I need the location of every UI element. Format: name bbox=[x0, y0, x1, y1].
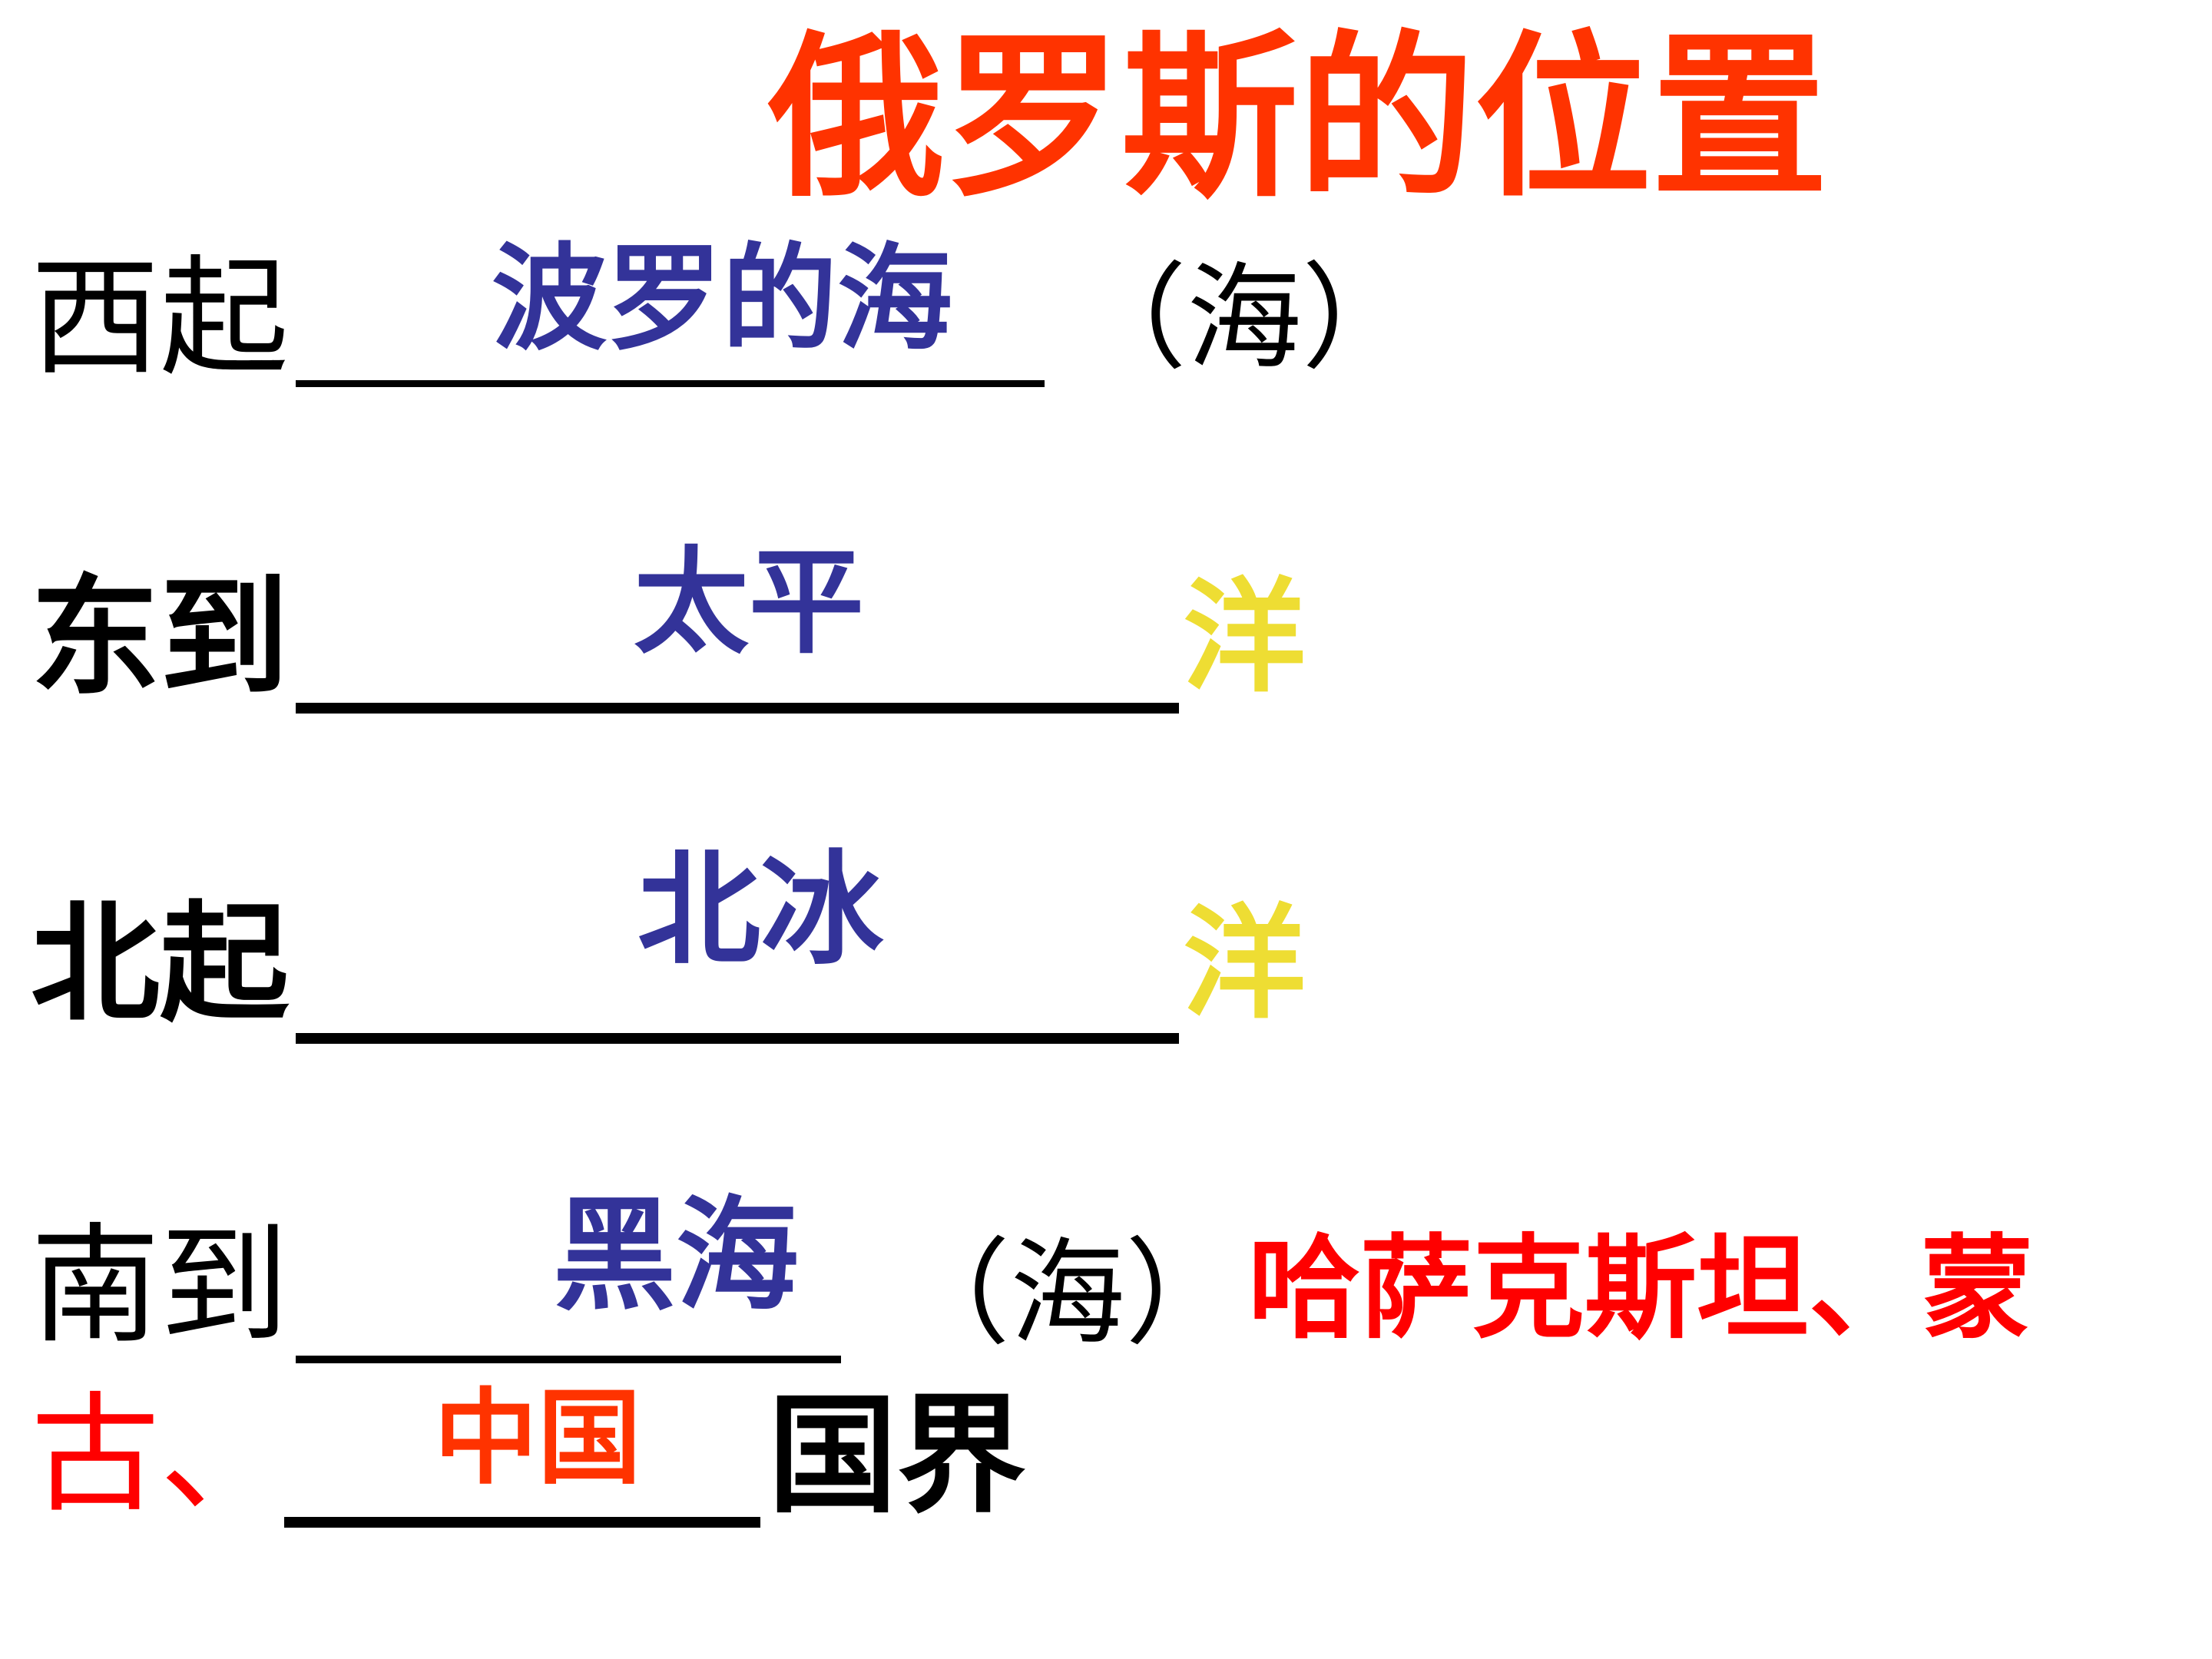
south-end: 国界 bbox=[768, 1379, 1026, 1531]
east-prefix: 东到 bbox=[31, 561, 289, 713]
north-blank bbox=[296, 1033, 1179, 1044]
west-suffix: （海） bbox=[1071, 252, 1418, 386]
north-answer: 北冰 bbox=[637, 838, 884, 982]
west-answer: 波罗的海 bbox=[492, 233, 953, 366]
east-blank bbox=[296, 703, 1179, 714]
page-title: 俄罗斯的位置 bbox=[768, 16, 1829, 221]
west-prefix: 西起 bbox=[31, 243, 289, 393]
north-prefix: 北起 bbox=[31, 887, 289, 1039]
south-blank bbox=[296, 1356, 841, 1363]
west-blank bbox=[296, 380, 1045, 387]
south-neighbors: 哈萨克斯坦、蒙 bbox=[1248, 1224, 2033, 1354]
south-answer-2: 中国 bbox=[434, 1378, 641, 1498]
south-suffix: （海） bbox=[895, 1227, 1241, 1361]
north-suffix: 洋 bbox=[1183, 892, 1306, 1035]
south-blank-2 bbox=[284, 1517, 760, 1528]
east-suffix: 洋 bbox=[1183, 565, 1306, 709]
south-prefix: 南到 bbox=[31, 1210, 289, 1361]
east-answer: 太平 bbox=[634, 536, 865, 670]
south-neighbors-cont: 古、 bbox=[31, 1379, 289, 1530]
south-answer: 黑海 bbox=[553, 1184, 800, 1327]
